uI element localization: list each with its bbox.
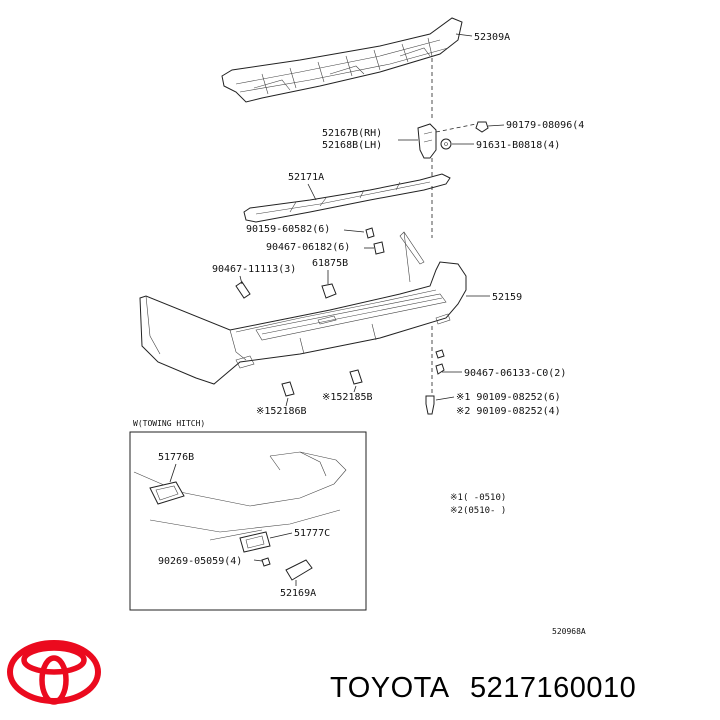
part-52309A-reinforcement [221, 17, 463, 103]
seal-52186B [281, 381, 295, 397]
label-52171A: 52171A [288, 172, 324, 183]
bolt-90179 [475, 121, 489, 133]
label-61875B: 61875B [312, 258, 348, 269]
part-51777C [239, 531, 271, 553]
washer-91631 [440, 138, 452, 150]
label-52159: 52159 [492, 292, 522, 303]
label-52186B: ※152186B [256, 406, 307, 417]
label-90467-06133: 90467-06133-C0(2) [464, 368, 566, 379]
inset-bumper-sketch [133, 451, 347, 541]
label-90159: 90159-60582(6) [246, 224, 330, 235]
part-52169A [285, 559, 313, 581]
label-90179: 90179-08096(4 [506, 120, 584, 131]
label-51777C: 51777C [294, 528, 330, 539]
label-90109-2: ※2 90109-08252(4) [456, 406, 561, 417]
part-number: 5217160010 [470, 672, 636, 704]
label-52168B: 52168B(LH) [322, 140, 382, 151]
note-2: ※2(0510- ) [450, 506, 506, 516]
part-52167B-bracket [417, 123, 437, 159]
screw-90269 [261, 557, 271, 567]
toyota-logo [7, 640, 101, 705]
label-52167B: 52167B(RH) [322, 128, 382, 139]
label-90467-11113: 90467-11113(3) [212, 264, 296, 275]
bolt-90109 [425, 395, 435, 415]
label-52309A: 52309A [474, 32, 510, 43]
screw-small [435, 363, 445, 375]
seal-52185B [349, 369, 363, 385]
label-52169A: 52169A [280, 588, 316, 599]
inset-frame [129, 431, 367, 611]
brand-name: TOYOTA [330, 672, 450, 704]
screw-90467-06133 [435, 349, 445, 359]
part-52159-bumper-cover [139, 231, 467, 385]
label-90269: 90269-05059(4) [158, 556, 242, 567]
label-90467-06182: 90467-06182(6) [266, 242, 350, 253]
label-51776B: 51776B [158, 452, 194, 463]
clip-90467-11113 [235, 281, 251, 299]
clip-90467-06182 [373, 241, 385, 255]
label-52185B: ※152185B [322, 392, 373, 403]
clip-90159 [365, 227, 375, 239]
part-51776B [149, 481, 185, 505]
label-91631: 91631-B0818(4) [476, 140, 560, 151]
drawing-number: 520968A [552, 627, 586, 636]
inset-title: W(TOWING HITCH) [133, 419, 205, 428]
cap-61875B [321, 283, 337, 299]
part-52171A-step-pad [243, 173, 451, 223]
note-1: ※1( -0510) [450, 493, 506, 503]
label-90109-1: ※1 90109-08252(6) [456, 392, 561, 403]
